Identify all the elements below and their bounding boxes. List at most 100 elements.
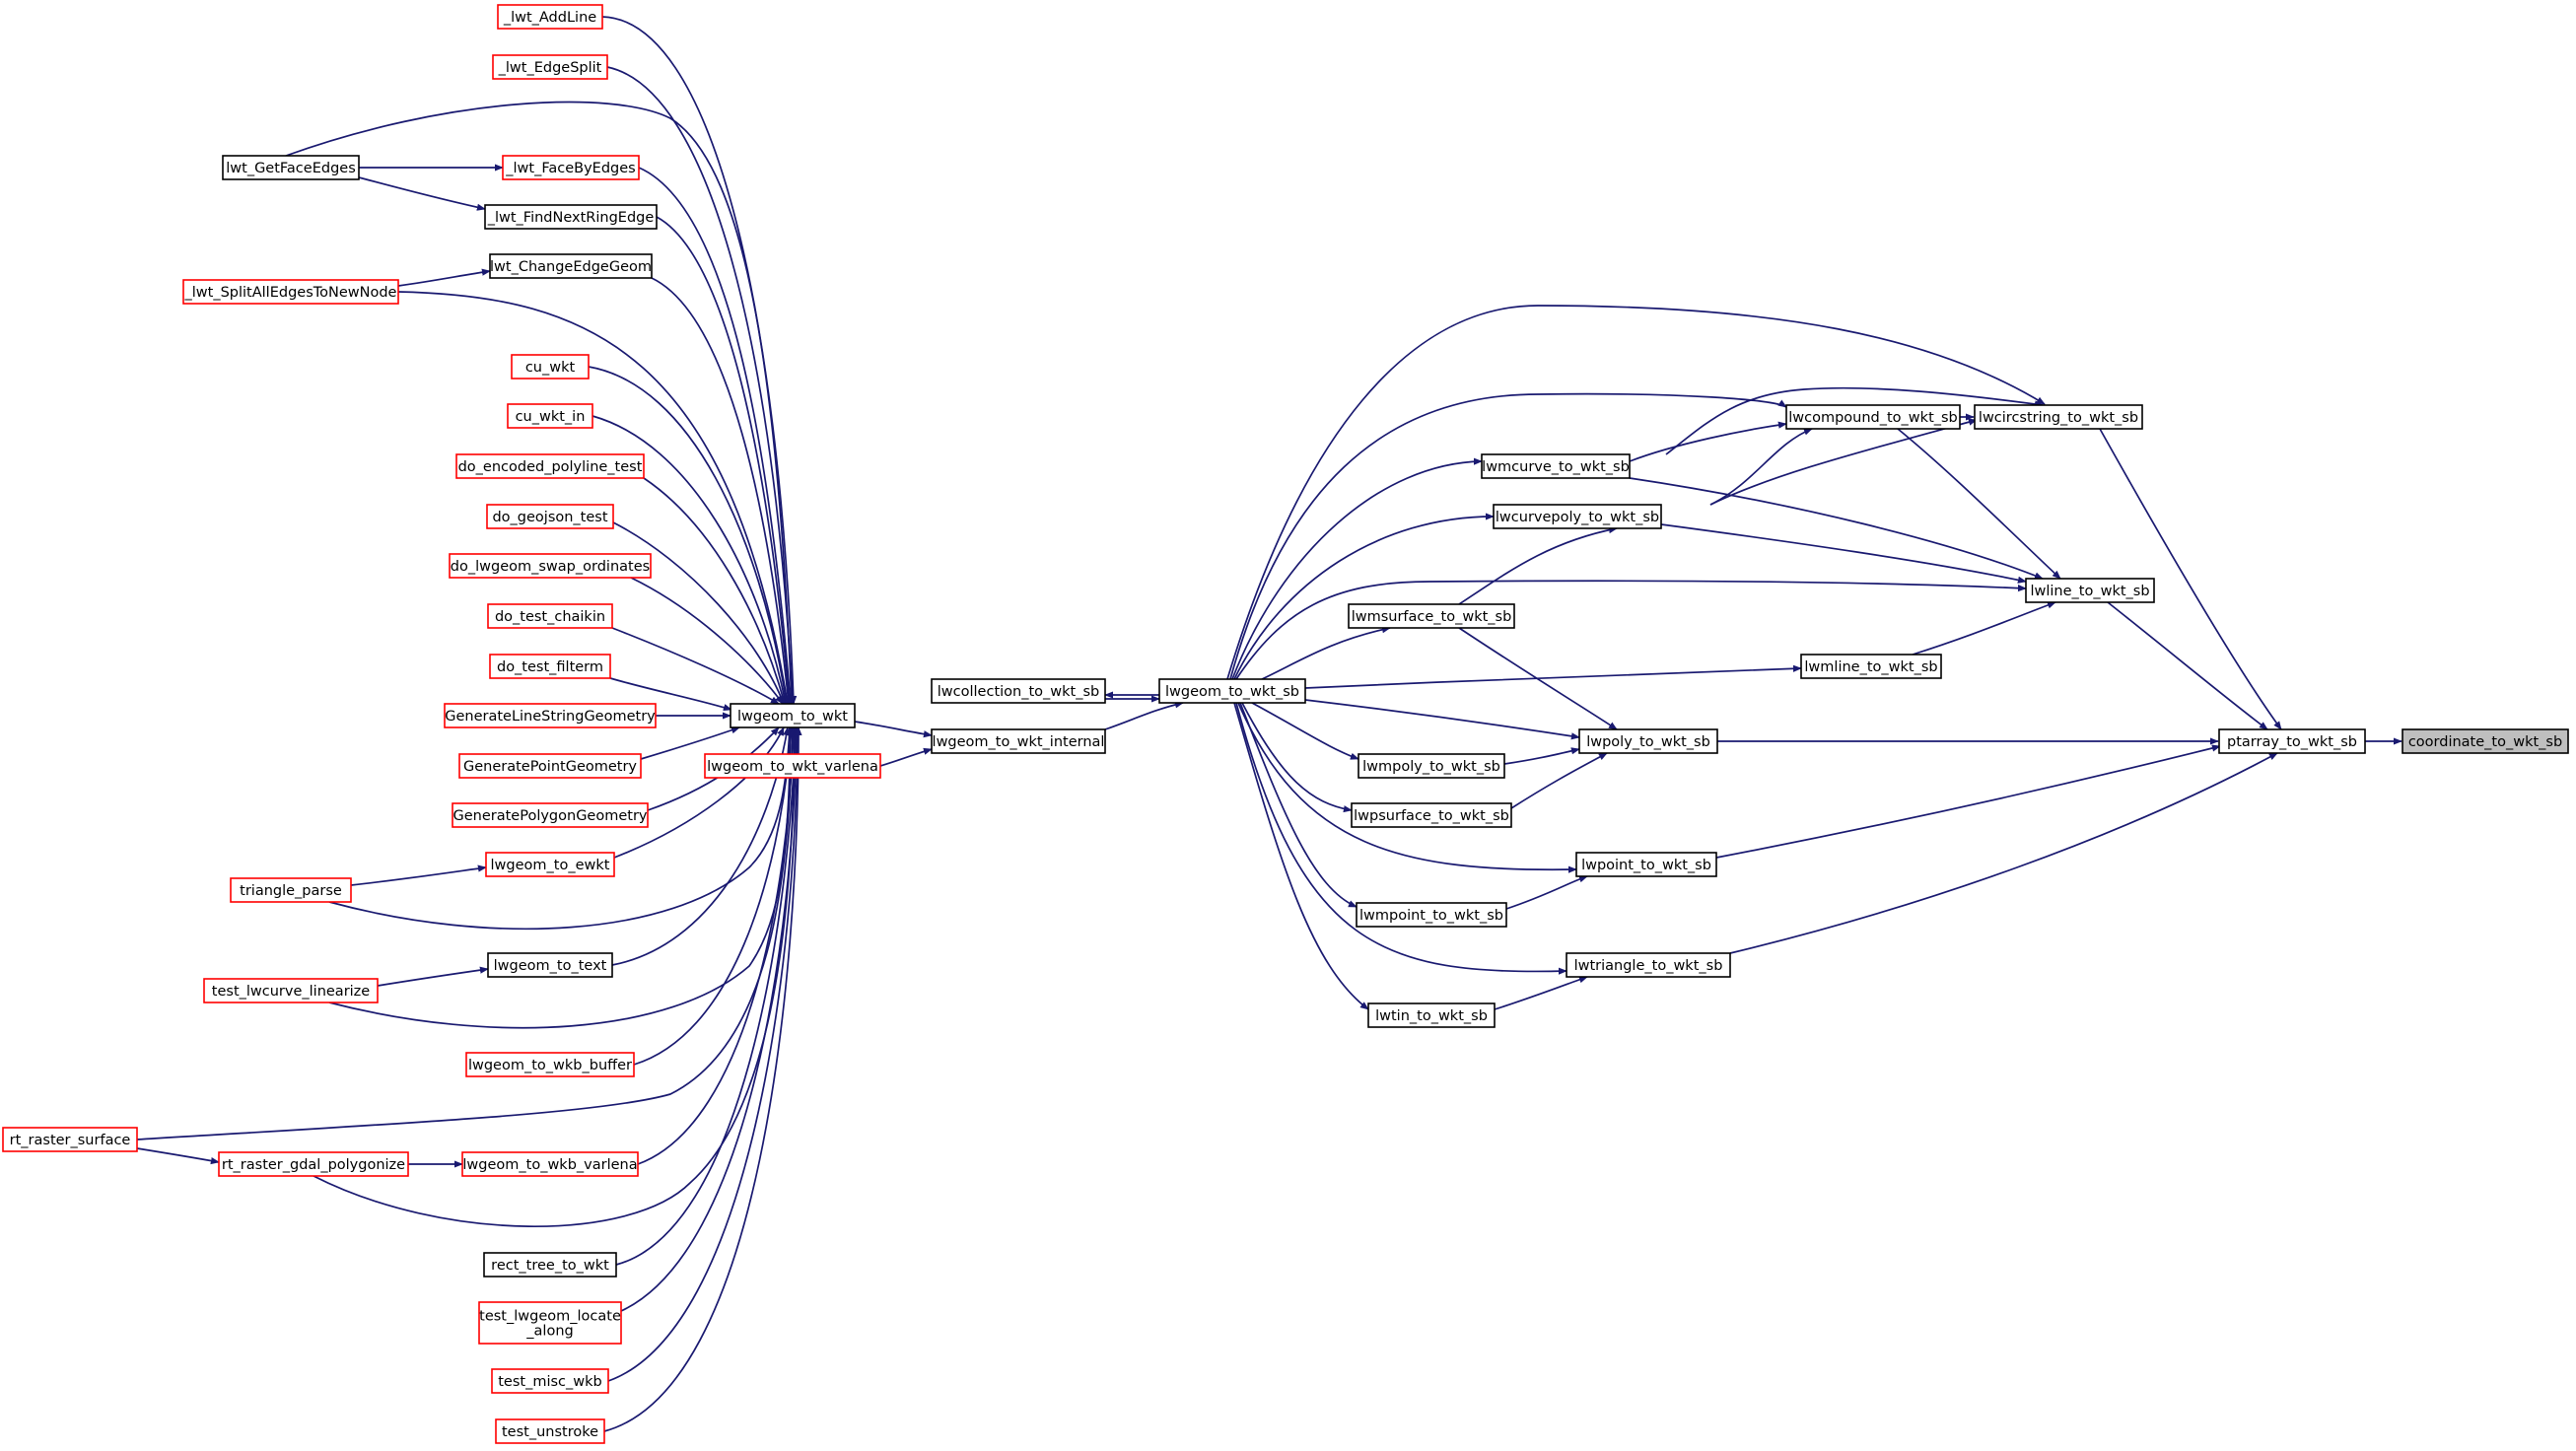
node-lwtin-to-wkt-sb[interactable]: lwtin_to_wkt_sb (1367, 1002, 1496, 1028)
node-GeneratePointGeometry[interactable]: GeneratePointGeometry (458, 753, 642, 779)
node-label: _lwt_FaceByEdges (505, 161, 635, 176)
edge-_lwt_SplitAllEdgesToNewNode-to-lwt_ChangeEdgeGeom (397, 268, 491, 287)
node-lwt-FindNextRingEdge[interactable]: _lwt_FindNextRingEdge (484, 204, 658, 230)
edge-lwline_to_wkt_sb-to-ptarray_to_wkt_sb (2107, 601, 2268, 730)
node-label: lwmline_to_wkt_sb (1804, 659, 1937, 675)
node-lwt-FaceByEdges[interactable]: _lwt_FaceByEdges (502, 155, 640, 180)
node-label: lwcollection_to_wkt_sb (938, 684, 1099, 700)
edge-lwt_GetFaceEdges-to-lwgeom_to_wkt (285, 101, 796, 705)
edge-lwgeom_to_wkt_sb-to-lwmline_to_wkt_sb (1304, 664, 1802, 689)
node-label: lwgeom_to_wkt_varlena (707, 759, 878, 775)
node-lwcompound-to-wkt-sb[interactable]: lwcompound_to_wkt_sb (1785, 404, 1961, 430)
node-box (1158, 678, 1306, 704)
node-lwt-EdgeSplit[interactable]: _lwt_EdgeSplit (492, 54, 608, 80)
node-do-lwgeom-swap-ordinates[interactable]: do_lwgeom_swap_ordinates (449, 553, 652, 579)
edge-lwgeom_to_wkt_sb-to-lwline_to_wkt_sb (1235, 580, 2027, 680)
node-lwt-GetFaceEdges[interactable]: lwt_GetFaceEdges (222, 155, 360, 180)
node-cu-wkt[interactable]: cu_wkt (511, 354, 590, 380)
edge-lwcurvepoly_to_wkt_sb-to-lwline_to_wkt_sb (1660, 523, 2027, 584)
node-lwcollection-to-wkt-sb[interactable]: lwcollection_to_wkt_sb (931, 678, 1106, 704)
edge-rt_raster_surface-to-lwgeom_to_wkt (136, 726, 797, 1140)
node-label: test_misc_wkb (498, 1374, 602, 1390)
node-triangle-parse[interactable]: triangle_parse (230, 877, 352, 903)
node-label: lwt_GetFaceEdges (226, 161, 356, 176)
node-lwgeom-to-wkt-varlena[interactable]: lwgeom_to_wkt_varlena (704, 753, 881, 779)
node-lwgeom-to-wkb-varlena[interactable]: lwgeom_to_wkb_varlena (461, 1151, 639, 1177)
edge-lwmcurve_to_wkt_sb-to-lwcircstring_to_wkt_sb (1665, 386, 2044, 455)
node-lwpoint-to-wkt-sb[interactable]: lwpoint_to_wkt_sb (1575, 852, 1717, 877)
edge-do_encoded_polyline_test-to-lwgeom_to_wkt (643, 477, 787, 705)
node-lwpoly-to-wkt-sb[interactable]: lwpoly_to_wkt_sb (1578, 728, 1718, 754)
node-box (461, 1151, 639, 1177)
node-lwline-to-wkt-sb[interactable]: lwline_to_wkt_sb (2025, 578, 2155, 603)
node-box (931, 728, 1106, 754)
node-lwgeom-to-text[interactable]: lwgeom_to_text (487, 952, 613, 978)
edge-lwgeom_to_wkt_sb-to-lwpoly_to_wkt_sb (1304, 699, 1580, 740)
node-label: test_lwcurve_linearize (212, 984, 371, 1000)
node-lwgeom-to-wkt-internal[interactable]: lwgeom_to_wkt_internal (931, 728, 1106, 754)
node-box (1481, 453, 1631, 479)
edge-lwgeom_to_wkt-to-lwgeom_to_wkt_internal (854, 721, 933, 738)
node-lwcircstring-to-wkt-sb[interactable]: lwcircstring_to_wkt_sb (1974, 404, 2143, 430)
node-GenerateLineStringGeometry[interactable]: GenerateLineStringGeometry (444, 703, 657, 728)
node-lwgeom-to-ewkt[interactable]: lwgeom_to_ewkt (485, 852, 615, 877)
edge-do_lwgeom_swap_ordinates-to-lwgeom_to_wkt (630, 577, 784, 705)
edge-lwtriangle_to_wkt_sb-to-ptarray_to_wkt_sb (1729, 752, 2278, 954)
node-box (444, 703, 657, 728)
node-ptarray-to-wkt-sb[interactable]: ptarray_to_wkt_sb (2218, 728, 2366, 754)
node-lwmpoly-to-wkt-sb[interactable]: lwmpoly_to_wkt_sb (1358, 753, 1505, 779)
edge-lwt_ChangeEdgeGeom-to-lwgeom_to_wkt (651, 277, 792, 705)
node-label: lwgeom_to_wkb_buffer (468, 1058, 632, 1073)
node-lwmsurface-to-wkt-sb[interactable]: lwmsurface_to_wkt_sb (1348, 603, 1515, 629)
node-do-test-filterm[interactable]: do_test_filterm (489, 654, 611, 679)
node-test-unstroke[interactable]: test_unstroke (495, 1418, 605, 1444)
node-lwmline-to-wkt-sb[interactable]: lwmline_to_wkt_sb (1800, 654, 1942, 679)
node-label: lwpsurface_to_wkt_sb (1354, 808, 1509, 824)
node-rt-raster-surface[interactable]: rt_raster_surface (2, 1127, 138, 1152)
edge-lwgeom_to_wkt_sb-to-lwtriangle_to_wkt_sb (1235, 702, 1567, 975)
node-box (1348, 603, 1515, 629)
node-lwt-AddLine[interactable]: _lwt_AddLine (497, 4, 603, 30)
node-GeneratePolygonGeometry[interactable]: GeneratePolygonGeometry (452, 802, 649, 828)
node-do-encoded-polyline-test[interactable]: do_encoded_polyline_test (455, 453, 645, 479)
node-test-lwcurve-linearize[interactable]: test_lwcurve_linearize (203, 978, 379, 1003)
node-lwcurvepoly-to-wkt-sb[interactable]: lwcurvepoly_to_wkt_sb (1493, 504, 1662, 529)
node-test-lwgeom-locate-along[interactable]: test_lwgeom_locate_along (478, 1301, 622, 1345)
node-box (478, 1301, 622, 1345)
edge-do_test_filterm-to-lwgeom_to_wkt (609, 677, 732, 712)
node-test-misc-wkb[interactable]: test_misc_wkb (491, 1368, 609, 1394)
node-lwmcurve-to-wkt-sb[interactable]: lwmcurve_to_wkt_sb (1481, 453, 1631, 479)
node-box (1566, 952, 1731, 978)
node-label: lwgeom_to_wkt_internal (933, 734, 1105, 750)
node-box (495, 1418, 605, 1444)
node-lwgeom-to-wkt[interactable]: lwgeom_to_wkt (730, 703, 856, 728)
node-box (489, 654, 611, 679)
node-lwt-ChangeEdgeGeom[interactable]: lwt_ChangeEdgeGeom (489, 253, 653, 279)
node-label: _along (525, 1324, 573, 1340)
call-edges (136, 16, 2402, 1432)
edge-lwgeom_to_wkt_internal-to-lwgeom_to_wkt_sb (1104, 701, 1184, 730)
node-lwt-SplitAllEdgesToNewNode[interactable]: _lwt_SplitAllEdgesToNewNode (182, 279, 399, 305)
node-lwmpoint-to-wkt-sb[interactable]: lwmpoint_to_wkt_sb (1356, 902, 1507, 928)
node-lwtriangle-to-wkt-sb[interactable]: lwtriangle_to_wkt_sb (1566, 952, 1731, 978)
node-lwgeom-to-wkt-sb[interactable]: lwgeom_to_wkt_sb (1158, 678, 1306, 704)
edge-lwgeom_to_wkt_sb-to-lwpsurface_to_wkt_sb (1241, 702, 1353, 813)
node-lwpsurface-to-wkt-sb[interactable]: lwpsurface_to_wkt_sb (1351, 802, 1512, 828)
edge-cu_wkt-to-lwgeom_to_wkt (588, 366, 790, 705)
node-box (491, 1368, 609, 1394)
node-cu-wkt-in[interactable]: cu_wkt_in (507, 403, 593, 429)
node-label: rect_tree_to_wkt (491, 1258, 609, 1274)
node-box (497, 4, 603, 30)
node-label: rt_raster_gdal_polygonize (222, 1157, 405, 1173)
node-do-test-chaikin[interactable]: do_test_chaikin (487, 603, 613, 629)
node-rect-tree-to-wkt[interactable]: rect_tree_to_wkt (483, 1252, 617, 1278)
node-rt-raster-gdal-polygonize[interactable]: rt_raster_gdal_polygonize (218, 1151, 409, 1177)
node-box (1800, 654, 1942, 679)
node-label: _lwt_AddLine (503, 10, 596, 26)
node-lwgeom-to-wkb-buffer[interactable]: lwgeom_to_wkb_buffer (465, 1052, 635, 1077)
edge-lwcurvepoly_to_wkt_sb-to-lwcompound_to_wkt_sb (1709, 428, 1813, 506)
edge-do_geojson_test-to-lwgeom_to_wkt (612, 521, 785, 705)
node-label: do_geojson_test (492, 510, 607, 525)
node-do-geojson-test[interactable]: do_geojson_test (486, 504, 614, 529)
node-label: _lwt_EdgeSplit (498, 60, 602, 76)
